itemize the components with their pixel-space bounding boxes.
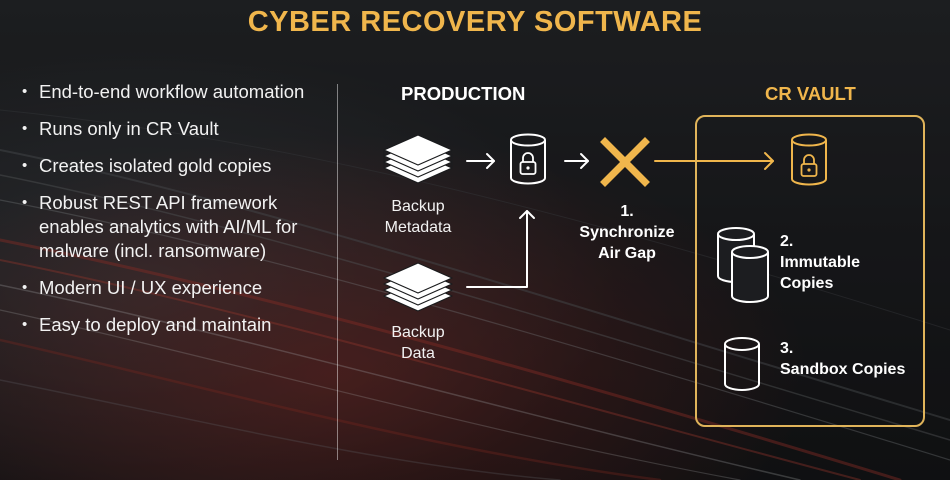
air-gap-label: 1. Synchronize Air Gap	[570, 201, 684, 264]
label-line: Metadata	[384, 219, 452, 236]
label-line: Backup	[391, 198, 445, 215]
backup-metadata-label: Backup Metadata	[370, 196, 466, 238]
label-line: 3.	[780, 340, 794, 357]
backup-data-label: Backup Data	[370, 322, 466, 364]
section-divider	[337, 84, 338, 460]
sandbox-copies-label: 3. Sandbox Copies	[780, 338, 905, 380]
air-gap-x-icon	[600, 137, 650, 187]
immutable-copies-icon	[717, 227, 769, 303]
label-line: Immutable	[780, 254, 861, 271]
label-line: Backup	[391, 324, 445, 341]
label-line: 1.	[620, 203, 634, 220]
vault-container	[695, 115, 925, 427]
feature-item: End-to-end workflow automation	[22, 80, 322, 104]
page-title: CYBER RECOVERY SOFTWARE	[247, 6, 703, 38]
production-heading: PRODUCTION	[401, 83, 526, 104]
label-line: 2.	[780, 233, 794, 250]
label-line: Air Gap	[598, 245, 656, 262]
label-line: Synchronize	[579, 224, 675, 241]
production-database-lock-icon	[510, 133, 546, 185]
feature-item: Modern UI / UX experience	[22, 276, 322, 300]
feature-list: End-to-end workflow automation Runs only…	[22, 80, 322, 350]
sandbox-copies-icon	[724, 337, 760, 391]
label-line: Sandbox Copies	[780, 361, 906, 378]
feature-item: Easy to deploy and maintain	[22, 313, 322, 337]
metadata-stack-icon	[383, 134, 453, 184]
label-line: Copies	[780, 275, 834, 292]
immutable-copies-label: 2. Immutable Copies	[780, 231, 860, 294]
feature-item: Runs only in CR Vault	[22, 117, 322, 141]
vault-database-lock-icon	[791, 133, 827, 186]
feature-item: Creates isolated gold copies	[22, 154, 322, 178]
label-line: Data	[401, 345, 435, 362]
vault-heading: CR VAULT	[765, 83, 856, 104]
feature-item: Robust REST API framework enables analyt…	[22, 191, 322, 263]
data-stack-icon	[383, 262, 453, 312]
